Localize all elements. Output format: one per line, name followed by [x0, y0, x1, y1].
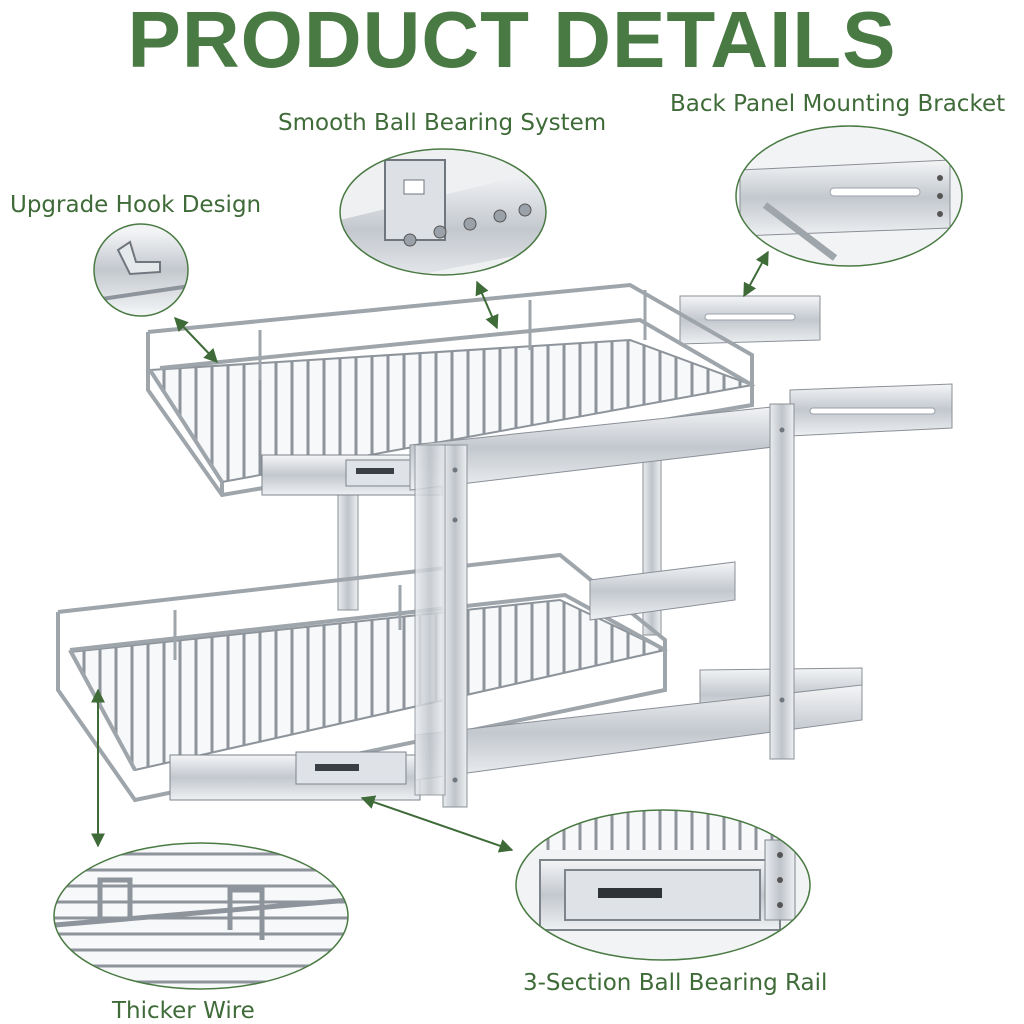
- callout-wire-detail: [53, 842, 349, 990]
- lower-basket: [56, 552, 863, 803]
- upper-basket: [146, 282, 791, 498]
- callout-arrows: [91, 250, 769, 853]
- label-smooth-ball-bearing-system: Smooth Ball Bearing System: [278, 110, 607, 136]
- callout-bearing-detail: [339, 148, 547, 276]
- callout-hook-detail: [93, 223, 189, 317]
- callout-bracket-detail: [735, 125, 963, 267]
- label-upgrade-hook-design: Upgrade Hook Design: [10, 192, 262, 218]
- callout-rail-detail: [515, 809, 811, 961]
- vertical-posts: [414, 403, 795, 808]
- label-3-section-ball-bearing-rail: 3-Section Ball Bearing Rail: [523, 970, 828, 996]
- label-thicker-wire: Thicker Wire: [112, 998, 255, 1024]
- label-back-panel-mounting-bracket: Back Panel Mounting Bracket: [670, 91, 1006, 117]
- page-title: PRODUCT DETAILS: [127, 0, 897, 84]
